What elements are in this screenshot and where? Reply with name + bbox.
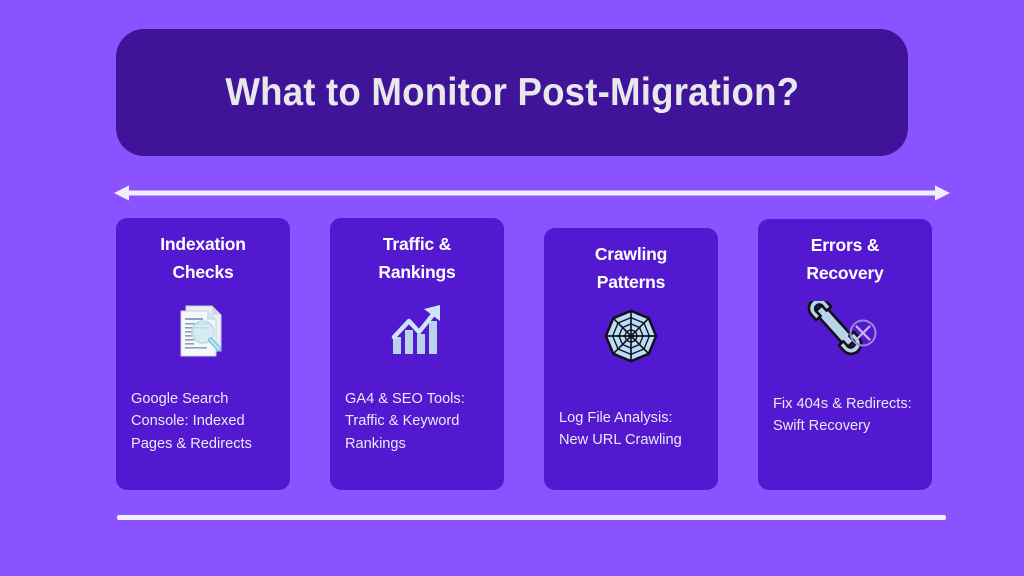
card-title-line1: Errors &: [810, 235, 880, 255]
chart-increasing-icon: [344, 294, 490, 362]
card-title: Crawling Patterns: [558, 241, 704, 296]
card-description: Google Search Console: Indexed Pages & R…: [131, 391, 252, 452]
card-title-line1: Indexation: [160, 234, 246, 254]
card-description: GA4 & SEO Tools: Traffic & Keyword Ranki…: [345, 391, 465, 452]
card-title-line2: Rankings: [378, 261, 456, 282]
card-title: Traffic & Rankings: [344, 231, 490, 286]
card-title-line1: Crawling: [594, 244, 668, 264]
cards-row: Indexation Checks: [116, 218, 948, 490]
card-crawling-patterns[interactable]: Crawling Patterns: [544, 228, 718, 490]
card-indexation-checks[interactable]: Indexation Checks: [116, 218, 290, 490]
card-description: Log File Analysis: New URL Crawling: [559, 410, 682, 449]
card-title-line1: Traffic &: [382, 234, 452, 254]
card-title-line2: Recovery: [806, 262, 884, 283]
card-title: Indexation Checks: [130, 231, 276, 286]
card-title-line2: Patterns: [596, 271, 666, 292]
wrench-error-icon: [772, 295, 918, 363]
card-title: Errors & Recovery: [772, 232, 918, 287]
card-errors-recovery[interactable]: Errors & Recovery: [758, 219, 932, 490]
card-traffic-rankings[interactable]: Traffic & Rankings GA4 & SEO Tools: Traf…: [330, 218, 504, 490]
bottom-divider: [117, 515, 946, 520]
spider-web-icon: [558, 302, 704, 370]
double-headed-arrow: [112, 182, 952, 204]
arrow-svg: [114, 185, 950, 201]
card-title-line2: Checks: [172, 261, 234, 282]
page-title: What to Monitor Post-Migration?: [225, 70, 799, 114]
title-banner: What to Monitor Post-Migration?: [116, 29, 908, 156]
card-description: Fix 404s & Redirects: Swift Recovery: [773, 396, 912, 435]
document-magnifier-icon: [130, 294, 276, 362]
